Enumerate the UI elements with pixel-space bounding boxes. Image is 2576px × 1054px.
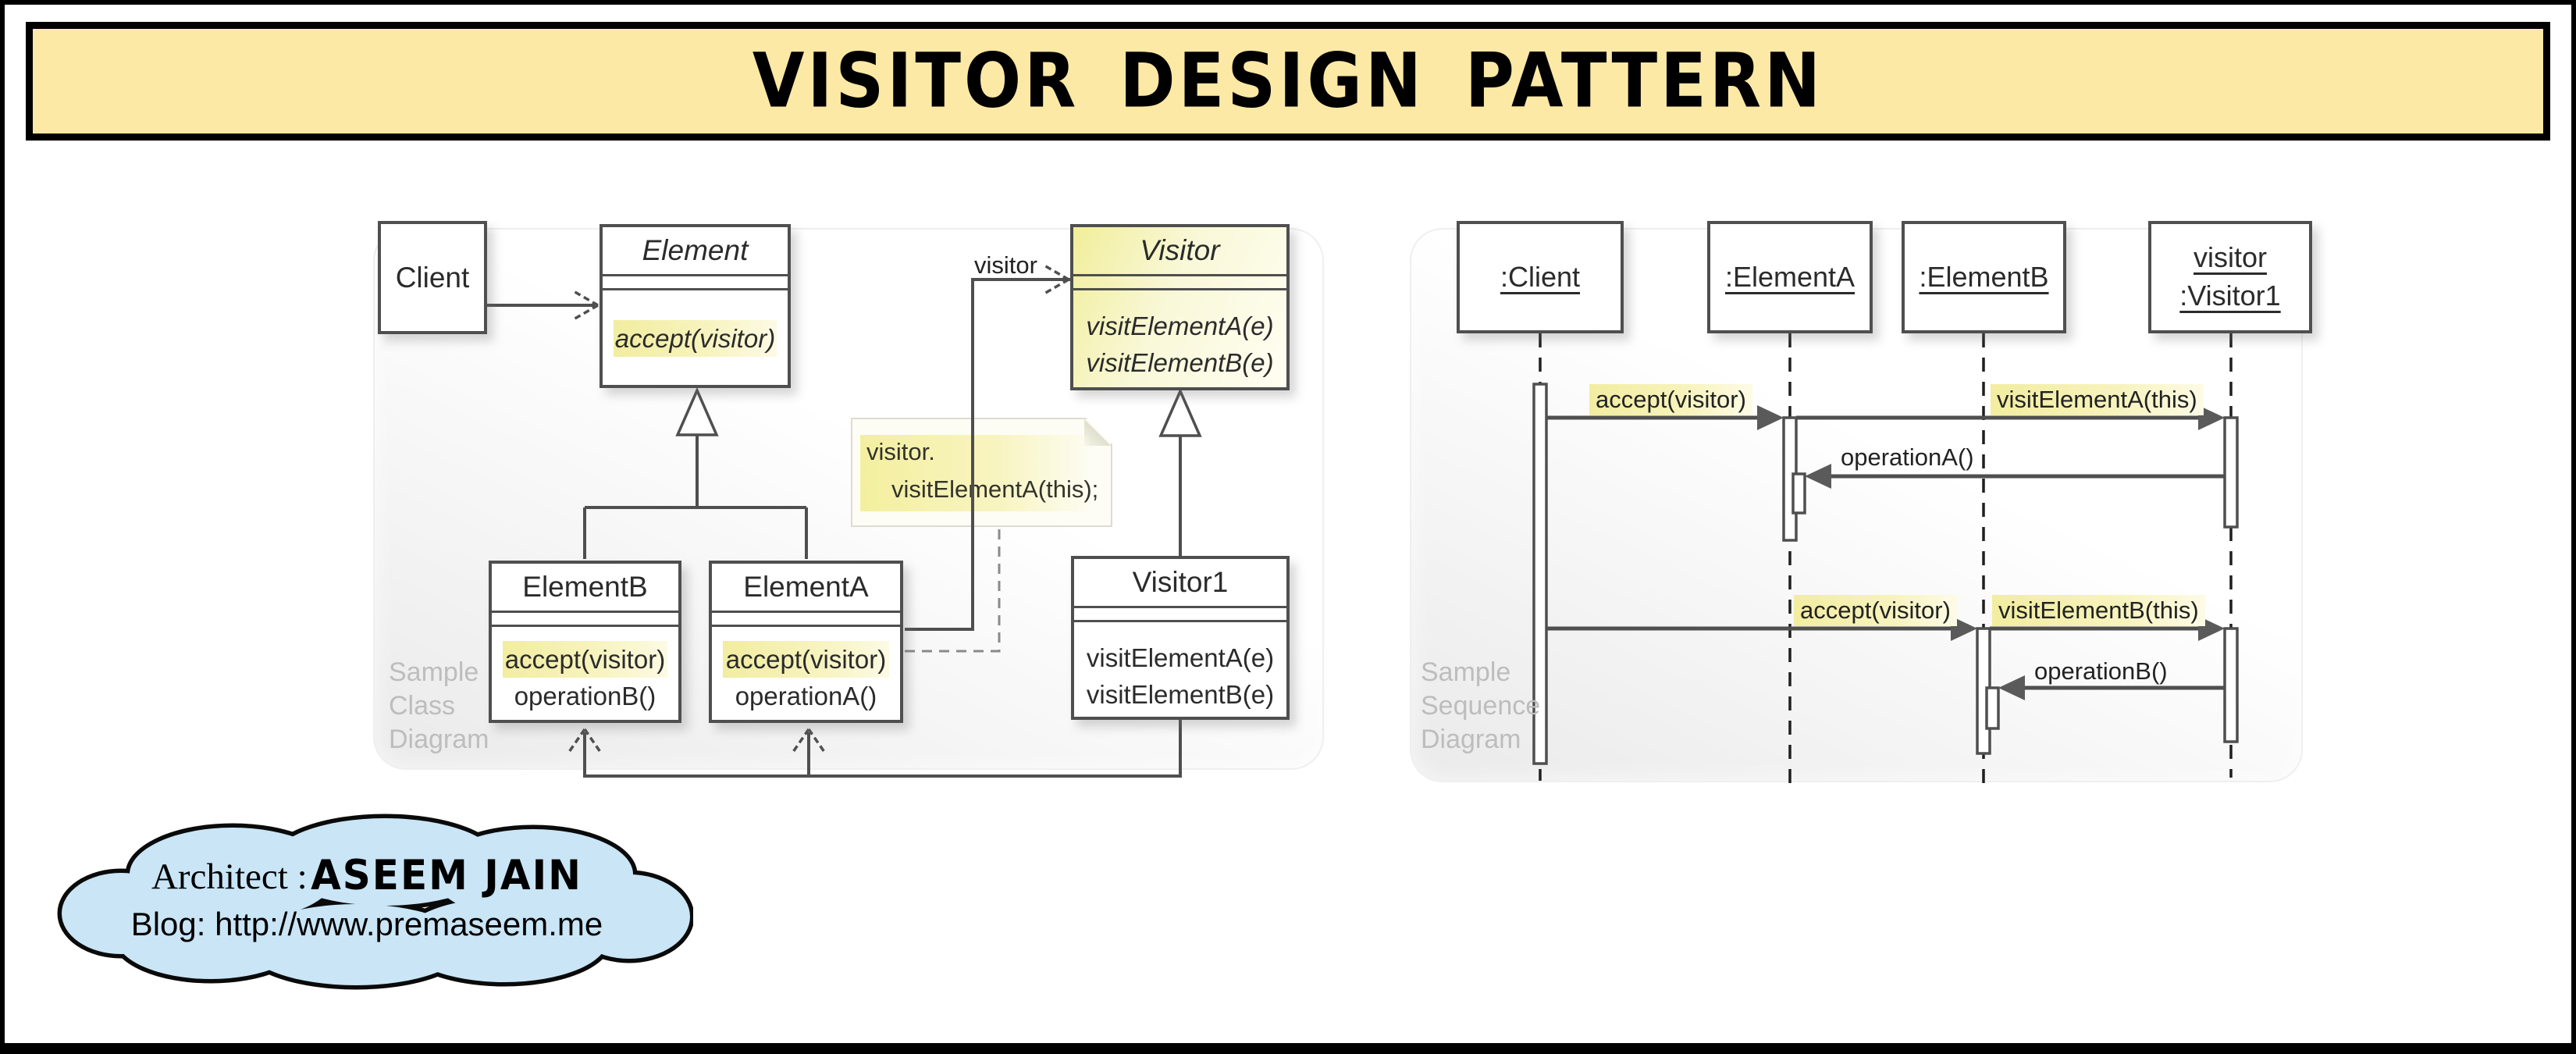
attributes-compartment bbox=[1073, 276, 1286, 290]
method-visit-b: visitElementB(e) bbox=[1086, 347, 1274, 377]
message-label-operation-a: operationA() bbox=[1841, 443, 1974, 471]
open-arrowhead bbox=[571, 304, 599, 322]
open-arrowhead bbox=[583, 728, 603, 755]
method-operation-a: operationA() bbox=[735, 681, 877, 710]
generalization-triangle bbox=[675, 386, 719, 436]
class-diagram-caption: Sample Class Diagram bbox=[389, 656, 489, 756]
solid-arrowhead bbox=[1951, 616, 1977, 641]
lifeline-label: :ElementA bbox=[1724, 260, 1856, 293]
visitor-association-line bbox=[905, 278, 1070, 631]
message-label-operation-b: operationB() bbox=[2034, 657, 2168, 685]
class-box-visitor1: Visitor1 visitElementA(e) visitElementB(… bbox=[1071, 556, 1290, 720]
method-accept: accept(visitor) bbox=[503, 641, 667, 678]
class-name: Visitor bbox=[1073, 227, 1286, 276]
open-arrowhead bbox=[1042, 263, 1069, 281]
open-arrowhead bbox=[790, 728, 810, 755]
message-label-accept-b: accept(visitor) bbox=[1794, 595, 1957, 626]
class-name: ElementB bbox=[492, 564, 678, 613]
open-arrowhead bbox=[571, 289, 599, 307]
title-banner: VISITOR DESIGN PATTERN bbox=[26, 22, 2550, 141]
architect-name: ASEEM JAIN bbox=[311, 851, 583, 899]
method-visit-a: visitElementA(e) bbox=[1086, 643, 1275, 672]
lifeline-head-element-a: :ElementA bbox=[1707, 221, 1873, 333]
activation-element-b-nested bbox=[1985, 686, 2000, 730]
class-name: Visitor1 bbox=[1074, 559, 1286, 608]
open-arrowhead bbox=[566, 728, 586, 755]
class-box-element-b: ElementB accept(visitor) operationB() bbox=[489, 561, 681, 723]
note-line-2: visitElementA(this); bbox=[891, 475, 1099, 503]
caption-line: Diagram bbox=[1421, 724, 1521, 754]
note-line-1: visitor. bbox=[866, 438, 935, 465]
attributes-compartment bbox=[603, 276, 788, 290]
architect-label: Architect : bbox=[151, 856, 308, 897]
lifeline-label: :Client bbox=[1500, 260, 1581, 293]
lifeline-label-line1: visitor bbox=[2193, 241, 2267, 274]
solid-arrowhead bbox=[1998, 675, 2025, 700]
class-name: Client bbox=[395, 261, 470, 294]
method-accept: accept(visitor) bbox=[614, 320, 777, 357]
association-label-visitor: visitor bbox=[974, 251, 1037, 279]
activation-visitor1-b bbox=[2223, 627, 2239, 743]
activation-visitor1-a bbox=[2223, 416, 2239, 529]
blog-url: Blog: http://www.premaseem.me bbox=[130, 906, 603, 942]
message-label-accept-a: accept(visitor) bbox=[1589, 384, 1752, 415]
solid-arrowhead bbox=[2198, 405, 2225, 430]
caption-line: Sample bbox=[1421, 657, 1511, 687]
page-title: VISITOR DESIGN PATTERN bbox=[752, 37, 1824, 125]
method-visit-a: visitElementA(e) bbox=[1086, 311, 1274, 340]
class-box-client: Client bbox=[378, 221, 487, 334]
class-box-element-a: ElementA accept(visitor) operationA() bbox=[709, 561, 903, 723]
class-name: ElementA bbox=[712, 564, 900, 613]
method-visit-b: visitElementB(e) bbox=[1086, 679, 1275, 709]
cloud-shape-icon bbox=[57, 814, 695, 990]
class-box-element: Element accept(visitor) bbox=[600, 224, 791, 388]
method-accept: accept(visitor) bbox=[723, 641, 889, 678]
attributes-compartment bbox=[1074, 608, 1286, 622]
architect-credit: Architect : ASEEM JAIN Blog: http://www.… bbox=[94, 851, 640, 943]
lifeline-label-line2: :Visitor1 bbox=[2179, 280, 2281, 312]
lifeline-label: :ElementB bbox=[1919, 260, 2049, 293]
solid-arrowhead bbox=[1757, 405, 1784, 430]
activation-client bbox=[1532, 383, 1548, 765]
attributes-compartment bbox=[492, 613, 678, 627]
class-box-visitor: Visitor visitElementA(e) visitElementB(e… bbox=[1070, 224, 1290, 390]
message-label-visit-b: visitElementB(this) bbox=[1992, 595, 2205, 626]
note-highlight bbox=[860, 435, 1089, 511]
caption-line: Diagram bbox=[389, 724, 489, 754]
lifeline-head-client: :Client bbox=[1457, 221, 1624, 333]
caption-line: Class bbox=[389, 690, 456, 721]
open-arrowhead bbox=[807, 728, 827, 755]
architect-cloud bbox=[45, 806, 695, 993]
caption-line: Sample bbox=[389, 657, 479, 687]
solid-arrowhead bbox=[1805, 464, 1831, 489]
caption-line: Sequence bbox=[1421, 690, 1541, 721]
lifeline-head-visitor1: visitor :Visitor1 bbox=[2148, 221, 2312, 333]
class-name: Element bbox=[603, 227, 788, 276]
lifeline-head-element-b: :ElementB bbox=[1902, 221, 2066, 333]
open-arrowhead bbox=[1042, 278, 1069, 296]
sequence-diagram-caption: Sample Sequence Diagram bbox=[1421, 656, 1540, 756]
message-label-visit-a: visitElementA(this) bbox=[1991, 384, 2204, 415]
generalization-triangle bbox=[1158, 387, 1202, 437]
visitor1-element-line bbox=[583, 720, 1182, 778]
attributes-compartment bbox=[712, 613, 900, 627]
method-operation-b: operationB() bbox=[514, 681, 656, 710]
note-anchor-line bbox=[905, 529, 1001, 653]
activation-element-a-nested bbox=[1791, 472, 1806, 515]
